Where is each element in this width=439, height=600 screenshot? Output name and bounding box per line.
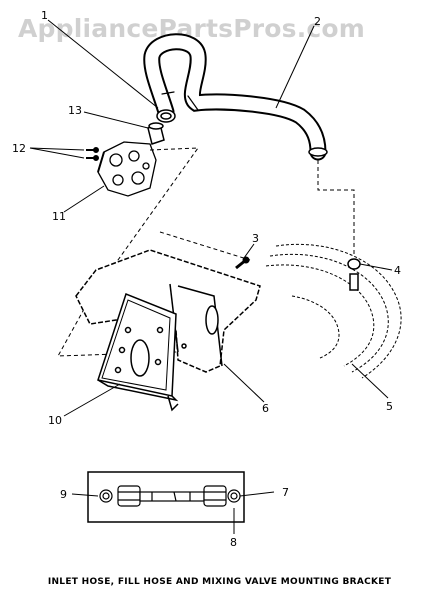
callout-6: 6 bbox=[262, 402, 269, 415]
callout-13: 13 bbox=[68, 104, 82, 117]
callout-11: 11 bbox=[52, 210, 66, 223]
callout-5: 5 bbox=[386, 400, 393, 413]
callout-1: 1 bbox=[41, 9, 48, 22]
hose-elbow-fitting bbox=[147, 122, 165, 145]
callout-2: 2 bbox=[314, 15, 321, 28]
callout-4: 4 bbox=[394, 264, 401, 277]
callout-7: 7 bbox=[282, 486, 289, 499]
callout-10: 10 bbox=[48, 414, 62, 427]
fill-hose bbox=[143, 33, 328, 161]
callout-leaders bbox=[29, 19, 393, 534]
callout-3: 3 bbox=[252, 232, 259, 245]
callout-12: 12 bbox=[12, 142, 26, 155]
hose-clamp-lower bbox=[347, 258, 361, 291]
hose-clamp-upper bbox=[156, 109, 176, 123]
inlet-hose-assembly bbox=[87, 471, 245, 523]
mounting-screws bbox=[86, 147, 99, 161]
bracket-screw bbox=[235, 256, 250, 270]
callout-8: 8 bbox=[230, 536, 237, 549]
mixing-valve bbox=[97, 141, 157, 197]
assembly-guide-lines bbox=[57, 147, 355, 357]
callout-9: 9 bbox=[60, 488, 67, 501]
tub-ring bbox=[265, 243, 402, 379]
valve-mounting-plate bbox=[97, 293, 179, 412]
diagram-caption: INLET HOSE, FILL HOSE AND MIXING VALVE M… bbox=[47, 577, 392, 587]
